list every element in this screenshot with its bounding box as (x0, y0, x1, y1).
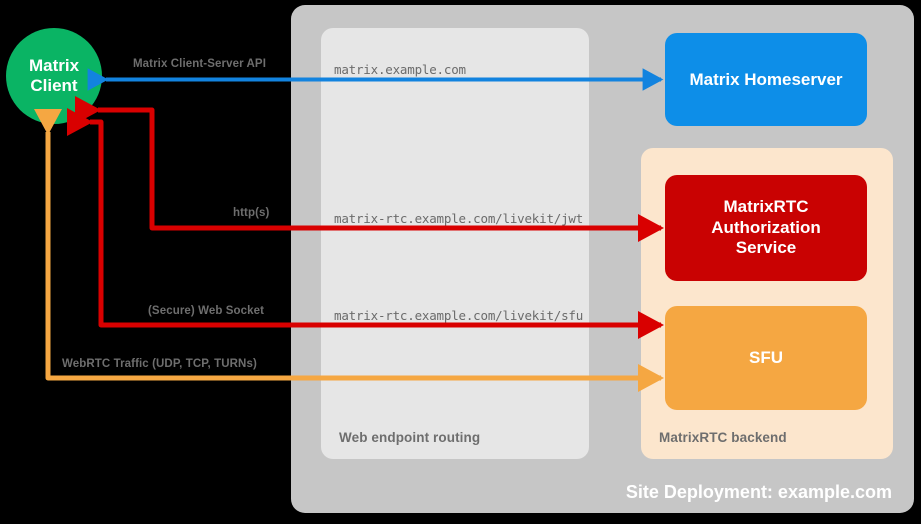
matrixrtc-backend-label: MatrixRTC backend (659, 430, 787, 445)
edge-label-matrix-client-server-api: Matrix Client-Server API (133, 58, 266, 70)
auth-service-label-line1: MatrixRTC (723, 196, 809, 216)
matrix-client-label-line1: Matrix (28, 56, 80, 76)
endpoint-livekit-jwt: matrix-rtc.example.com/livekit/jwt (334, 211, 584, 226)
site-deployment-label: Site Deployment: example.com (625, 482, 892, 502)
edge-label-https: http(s) (233, 207, 270, 219)
matrix-homeserver-label: Matrix Homeserver (689, 69, 843, 89)
endpoint-livekit-sfu: matrix-rtc.example.com/livekit/sfu (334, 308, 584, 323)
matrix-client-label: Matrix Client (29, 56, 79, 95)
auth-service-label-line3: Service (735, 238, 797, 258)
web-endpoint-routing-container: Web endpoint routing (321, 28, 589, 459)
matrix-client-label-line2: Client (30, 76, 78, 95)
edge-label-webrtc-traffic: WebRTC Traffic (UDP, TCP, TURNs) (62, 358, 257, 370)
matrixrtc-auth-service-label: MatrixRTC Authorization Service (711, 197, 821, 259)
node-matrix-homeserver[interactable]: Matrix Homeserver (665, 33, 867, 126)
sfu-label: SFU (749, 348, 783, 367)
endpoint-matrix-example-com: matrix.example.com (334, 62, 466, 77)
web-endpoint-routing-label: Web endpoint routing (339, 430, 481, 445)
edge-label-secure-web-socket: (Secure) Web Socket (148, 305, 265, 317)
node-matrixrtc-authorization-service[interactable]: MatrixRTC Authorization Service (665, 175, 867, 281)
auth-service-label-line2: Authorization (711, 217, 821, 237)
node-matrix-client[interactable]: Matrix Client (6, 28, 102, 124)
node-sfu[interactable]: SFU (665, 306, 867, 410)
